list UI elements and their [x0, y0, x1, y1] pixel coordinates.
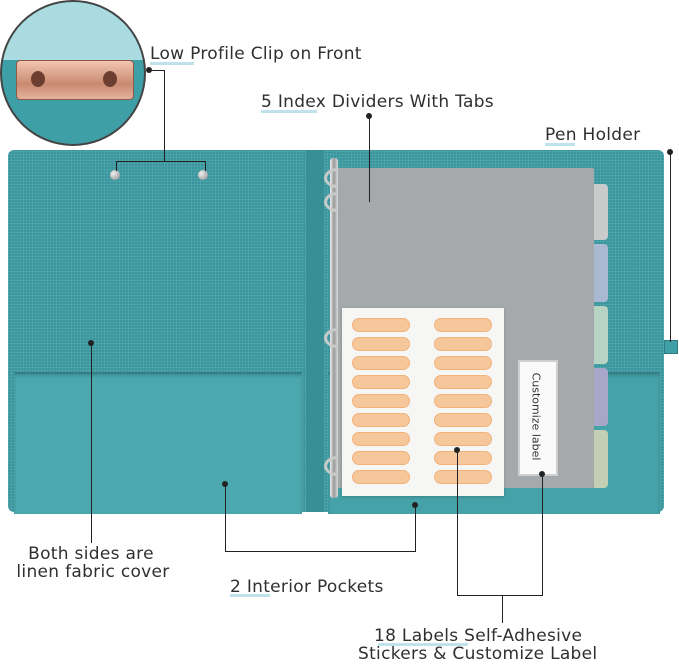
rose-gold-clip	[16, 60, 134, 100]
clip-hole-right	[103, 71, 117, 87]
label-sticker	[434, 356, 492, 370]
left-interior-pocket	[14, 372, 302, 514]
clip-leader-line	[116, 161, 206, 162]
pen-holder-loop	[664, 340, 678, 354]
clip-callout-highlight	[150, 62, 194, 65]
label-sticker	[352, 470, 410, 484]
inset-background	[2, 2, 144, 60]
label-sticker	[352, 356, 410, 370]
labels-leader-line	[502, 595, 503, 623]
labels-leader-line	[457, 595, 503, 596]
pockets-leader-line	[225, 551, 415, 552]
labels-leader-line	[457, 450, 458, 596]
clip-closeup-inset	[0, 0, 146, 146]
fabric-leader-line	[91, 343, 92, 543]
pen-holder-callout: Pen Holder	[545, 125, 641, 145]
clip-leader-line	[149, 70, 165, 71]
dividers-leader-line	[369, 116, 370, 202]
fabric-callout-line1: Both sides are	[28, 544, 154, 564]
label-sticker	[434, 451, 492, 465]
label-sticker	[352, 318, 410, 332]
label-sticker	[352, 432, 410, 446]
pockets-callout-highlight	[230, 594, 270, 597]
label-sticker	[434, 394, 492, 408]
clip-rivet-right	[198, 170, 208, 180]
clip-leader-line	[205, 161, 206, 171]
label-sticker	[434, 375, 492, 389]
dividers-callout-highlight	[261, 110, 317, 113]
label-sticker	[352, 451, 410, 465]
pen-leader-line	[670, 152, 671, 342]
clip-leader-line	[164, 70, 165, 162]
label-sticker	[434, 413, 492, 427]
label-sticker	[352, 394, 410, 408]
pen-callout-highlight	[545, 143, 575, 146]
customize-label-text: Customize label	[529, 372, 543, 460]
fabric-callout-line2: linen fabric cover	[16, 562, 170, 582]
label-sticker	[352, 375, 410, 389]
clip-callout: Low Profile Clip on Front	[150, 44, 362, 64]
labels-leader-line	[502, 595, 543, 596]
clip-hole-left	[31, 71, 45, 87]
clip-rivet-left	[110, 170, 120, 180]
label-sticker	[352, 337, 410, 351]
label-sticker	[434, 318, 492, 332]
divider-tab-4	[594, 368, 608, 426]
labels-callout-line1: 18 Labels Self-Adhesive	[374, 626, 583, 646]
divider-tab-2	[594, 244, 608, 302]
label-sticker	[434, 470, 492, 484]
binder-spine	[306, 150, 324, 512]
customize-label: Customize label	[518, 360, 554, 472]
clip-leader-line	[116, 161, 117, 171]
pockets-leader-line	[415, 505, 416, 552]
label-sticker	[434, 337, 492, 351]
sticker-sheet	[342, 308, 504, 496]
dividers-callout: 5 Index Dividers With Tabs	[261, 92, 494, 112]
labels-callout-highlight	[378, 643, 468, 646]
customize-label-card	[518, 360, 558, 476]
pockets-callout: 2 Interior Pockets	[230, 577, 384, 597]
divider-tab-3	[594, 306, 608, 364]
divider-tab-1	[594, 184, 608, 240]
label-sticker	[434, 432, 492, 446]
divider-tab-5	[594, 430, 608, 488]
pockets-leader-line	[225, 484, 226, 552]
labels-leader-line	[542, 474, 543, 596]
label-sticker	[352, 413, 410, 427]
labels-callout-line2: Stickers & Customize Label	[358, 644, 598, 664]
